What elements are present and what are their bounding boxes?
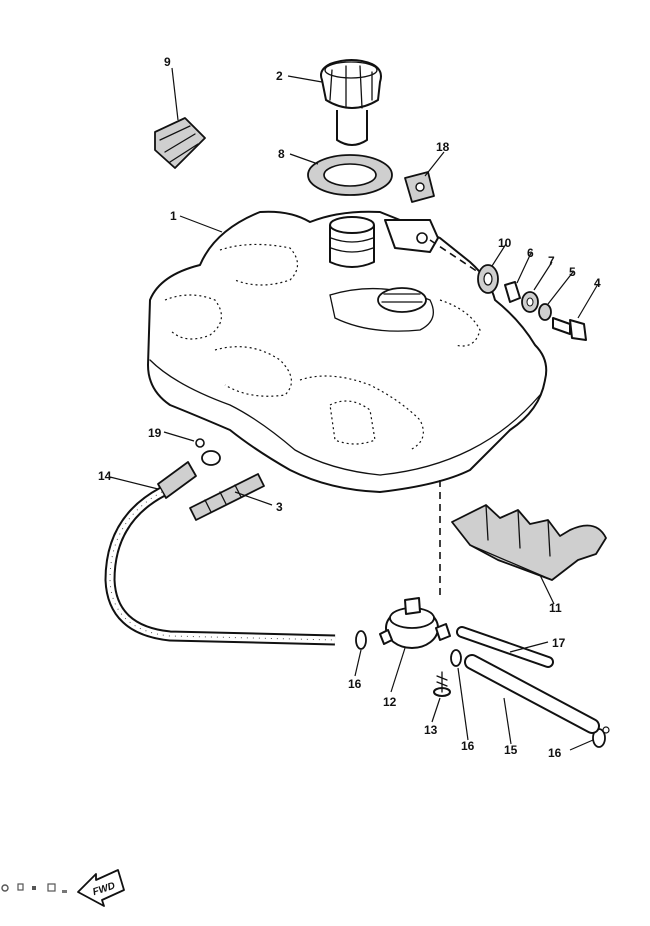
- label-part-6: 6: [527, 246, 534, 260]
- fwd-arrow: FWD: [77, 869, 125, 907]
- label-part-12: 12: [383, 695, 397, 709]
- part-10-grommet: [477, 264, 499, 294]
- part-5-washer: [538, 303, 552, 321]
- part-9-pad: [154, 117, 206, 169]
- part-4-bolt: [552, 317, 587, 341]
- label-part-7: 7: [548, 254, 555, 268]
- label-part-1: 1: [170, 209, 177, 223]
- part-16-clip-b: [450, 649, 462, 667]
- part-16-clip-a: [355, 630, 367, 650]
- label-part-13: 13: [424, 723, 438, 737]
- label-part-16-c: 16: [548, 746, 562, 760]
- label-part-16-a: 16: [348, 677, 362, 691]
- part-2-fuel-cap: [320, 59, 382, 146]
- label-part-10: 10: [498, 236, 512, 250]
- label-part-9: 9: [164, 55, 171, 69]
- part-14-fuel-hose: [104, 461, 336, 646]
- part-number-labels: 9 2 8 18 1 10 6 7 5 4 19 14 3 11 17 16 1…: [98, 55, 601, 760]
- part-18-clip: [404, 171, 435, 203]
- part-1-fuel-tank: [147, 210, 548, 493]
- mount-axis-line: [429, 239, 479, 273]
- part-19-clip: [195, 438, 221, 466]
- label-part-11: 11: [549, 601, 562, 615]
- part-6-collar: [504, 281, 521, 303]
- part-12-fuel-cock: [379, 597, 451, 649]
- label-part-8: 8: [278, 147, 285, 161]
- part-11-protector: [451, 504, 607, 581]
- part-7-washer: [521, 291, 539, 313]
- part-17-vent-hose: [456, 626, 554, 668]
- part-8-gasket: [307, 154, 393, 196]
- part-3-fuel-filter: [189, 473, 265, 521]
- label-part-3: 3: [276, 500, 283, 514]
- label-part-14: 14: [98, 469, 112, 483]
- label-part-5: 5: [569, 265, 576, 279]
- part-16-clip-c: [592, 726, 610, 748]
- label-part-2: 2: [276, 69, 283, 83]
- label-part-16-b: 16: [461, 739, 475, 753]
- label-part-17: 17: [552, 636, 566, 650]
- label-part-19: 19: [148, 426, 162, 440]
- part-15-drain-hose: [464, 654, 600, 734]
- corner-marks: [1, 883, 67, 893]
- part-13-screw: [433, 671, 451, 697]
- label-part-15: 15: [504, 743, 518, 757]
- leader-lines: [109, 67, 599, 751]
- label-part-18: 18: [436, 140, 450, 154]
- label-part-4: 4: [594, 276, 601, 290]
